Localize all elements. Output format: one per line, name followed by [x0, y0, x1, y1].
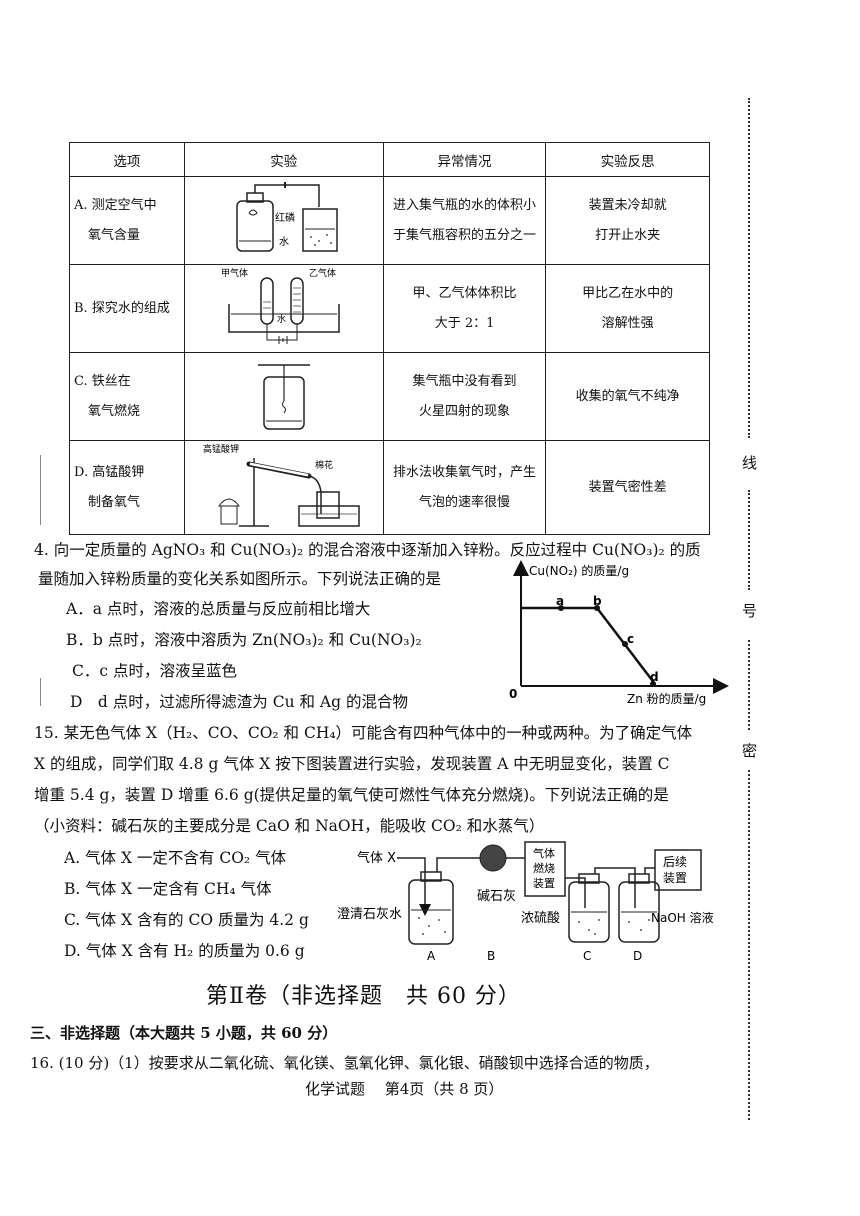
- header-experiment: 实验: [183, 142, 384, 177]
- label-limewater: 澄清石灰水: [337, 907, 402, 922]
- q14-option-d: D d 点时，过滤所得滤渣为 Cu 和 Ag 的混合物: [70, 693, 408, 711]
- q14-point-a: [558, 605, 564, 611]
- q14-point-d-label: d: [650, 670, 659, 684]
- q15-stem-line1: 15. 某无色气体 X（H₂、CO、CO₂ 和 CH₄）可能含有四种气体中的一种…: [34, 724, 693, 742]
- reflection-cell: 收集的氧气不纯净: [545, 352, 710, 441]
- table-row: C. 铁丝在 氧气燃烧 集气瓶中没有看到 火星四射的现象 收集的氧气不纯净: [69, 352, 710, 441]
- q15-apparatus-figure: 气体 X 气体 燃烧 装置 后续 装置 澄清石灰水 碱: [337, 841, 714, 963]
- option-cell: D. 高锰酸钾 制备氧气: [69, 440, 185, 535]
- q16-stem: 16. (10 分)（1）按要求从二氧化硫、氧化镁、氢氧化钾、氯化银、硝酸钡中选…: [30, 1054, 659, 1072]
- binding-dotted-line: [748, 640, 750, 730]
- label-gas-x: 气体 X: [357, 850, 396, 866]
- label-letter-a: A: [427, 949, 436, 963]
- experiment-table: 选项 实验 异常情况 实验反思 A. 测定空气中 氧气含量: [69, 142, 710, 535]
- q14-point-c: [622, 641, 628, 647]
- label-cotton: 棉花: [315, 459, 333, 471]
- air-oxygen-apparatus-figure: 红磷 水: [235, 181, 338, 252]
- label-burner-2: 燃烧: [533, 861, 555, 875]
- q14-point-b-label: b: [593, 594, 602, 608]
- table-row: A. 测定空气中 氧气含量 红磷 水: [69, 176, 710, 265]
- q15-stem-line4: （小资料：碱石灰的主要成分是 CaO 和 NaOH，能吸收 CO₂ 和水蒸气）: [34, 817, 545, 835]
- label-followup-1: 后续: [663, 855, 687, 869]
- q14-graph-ylabel: Cu(NO₂) 的质量/g: [529, 563, 629, 578]
- reflection-cell: 装置气密性差: [545, 440, 710, 535]
- header-abnormal: 异常情况: [382, 142, 547, 177]
- section-three-heading: 三、非选择题（本大题共 5 小题，共 60 分）: [30, 1024, 338, 1042]
- header-reflection: 实验反思: [545, 142, 710, 177]
- section-ii-title: 第Ⅱ卷（非选择题 共 60 分）: [206, 984, 521, 1009]
- option-cell: A. 测定空气中 氧气含量: [69, 176, 185, 265]
- label-burner-1: 气体: [533, 846, 555, 860]
- header-option: 选项: [69, 142, 185, 177]
- experiment-figure-cell: 红磷 水: [183, 176, 384, 265]
- scan-mark: [40, 678, 41, 706]
- label-conc-acid: 浓硫酸: [521, 911, 560, 926]
- option-cell: B. 探究水的组成: [69, 264, 185, 353]
- q14-option-a: A．a 点时，溶液的总质量与反应前相比增大: [66, 600, 371, 618]
- side-mark-number: 号: [742, 602, 758, 620]
- table-header-row: 选项 实验 异常情况 实验反思: [69, 142, 710, 177]
- q14-graph: a b c d Cu(NO₂) 的质量/g Zn 粉的质量/g 0: [509, 560, 729, 706]
- q15-option-c: C. 气体 X 含有的 CO 质量为 4.2 g: [64, 911, 309, 929]
- side-mark-line: 线: [742, 454, 758, 472]
- q14-stem-line2: 量随加入锌粉质量的变化关系如图所示。下列说法正确的是: [38, 570, 442, 588]
- label-gas-b: 乙气体: [309, 267, 336, 279]
- reflection-cell: 甲比乙在水中的 溶解性强: [545, 264, 710, 353]
- label-gas-a: 甲气体: [221, 267, 248, 279]
- label-naoh: NaOH 溶液: [651, 910, 714, 925]
- q14-point-d: [650, 681, 656, 687]
- abnormal-cell: 甲、乙气体体积比 大于 2：1: [382, 264, 547, 353]
- label-sodalime: 碱石灰: [477, 889, 516, 904]
- q15-option-d: D. 气体 X 含有 H₂ 的质量为 0.6 g: [64, 942, 305, 960]
- binding-dotted-line: [748, 98, 750, 438]
- reflection-cell: 装置未冷却就 打开止水夹: [545, 176, 710, 265]
- q14-stem-line1: 4. 向一定质量的 AgNO₃ 和 Cu(NO₃)₂ 的混合溶液中逐渐加入锌粉。…: [34, 541, 701, 559]
- q15-stem-line3: 增重 5.4 g，装置 D 增重 6.6 g(提供足量的氧气使可燃性气体充分燃烧…: [34, 786, 669, 804]
- abnormal-cell: 集气瓶中没有看到 火星四射的现象: [382, 352, 547, 441]
- q14-option-c: C．c 点时，溶液呈蓝色: [72, 662, 237, 680]
- q14-point-b: [594, 605, 600, 611]
- kmno4-oxygen-apparatus-figure: 高锰酸钾 棉花: [203, 443, 360, 527]
- label-letter-c: C: [583, 949, 591, 963]
- q14-graph-origin: 0: [509, 687, 517, 701]
- experiment-figure-cell: 高锰酸钾 棉花: [183, 440, 384, 535]
- label-followup-2: 装置: [663, 871, 687, 885]
- abnormal-cell: 排水法收集氧气时，产生 气泡的速率很慢: [382, 440, 547, 535]
- label-red-phosphorus: 红磷: [275, 211, 295, 224]
- q14-point-a-label: a: [556, 594, 564, 608]
- table-row: B. 探究水的组成 甲气体 乙气体 水 甲、乙气体体积比: [69, 264, 710, 353]
- binding-dotted-line: [748, 770, 750, 1120]
- table-row: D. 高锰酸钾 制备氧气 高锰酸钾 棉花: [69, 440, 710, 535]
- label-water: 水: [277, 313, 286, 325]
- scan-mark: [40, 455, 41, 525]
- q15-option-b: B. 气体 X 一定含有 CH₄ 气体: [64, 880, 272, 898]
- iron-wire-combustion-figure: [257, 363, 310, 430]
- q15-option-a: A. 气体 X 一定不含有 CO₂ 气体: [64, 849, 287, 867]
- label-letter-b: B: [487, 949, 495, 963]
- q14-option-b: B．b 点时，溶液中溶质为 Zn(NO₃)₂ 和 Cu(NO₃)₂: [66, 631, 422, 649]
- q15-stem-line2: X 的组成，同学们取 4.8 g 气体 X 按下图装置进行实验，发现装置 A 中…: [34, 755, 670, 773]
- side-mark-seal: 密: [742, 742, 758, 760]
- q14-graph-curve: [521, 606, 656, 685]
- q14-graph-xlabel: Zn 粉的质量/g: [627, 691, 706, 706]
- label-burner-3: 装置: [533, 877, 555, 890]
- binding-dotted-line: [748, 490, 750, 590]
- page-footer: 化学试题 第4页（共 8 页）: [305, 1080, 504, 1098]
- electrolysis-apparatus-figure: 甲气体 乙气体 水: [221, 267, 340, 344]
- experiment-figure-cell: 甲气体 乙气体 水: [183, 264, 384, 353]
- option-cell: C. 铁丝在 氧气燃烧: [69, 352, 185, 441]
- label-letter-d: D: [633, 949, 642, 963]
- label-kmno4: 高锰酸钾: [203, 443, 239, 455]
- abnormal-cell: 进入集气瓶的水的体积小 于集气瓶容积的五分之一: [382, 176, 547, 265]
- label-water: 水: [279, 236, 289, 248]
- experiment-figure-cell: [183, 352, 384, 441]
- q14-point-c-label: c: [627, 632, 634, 646]
